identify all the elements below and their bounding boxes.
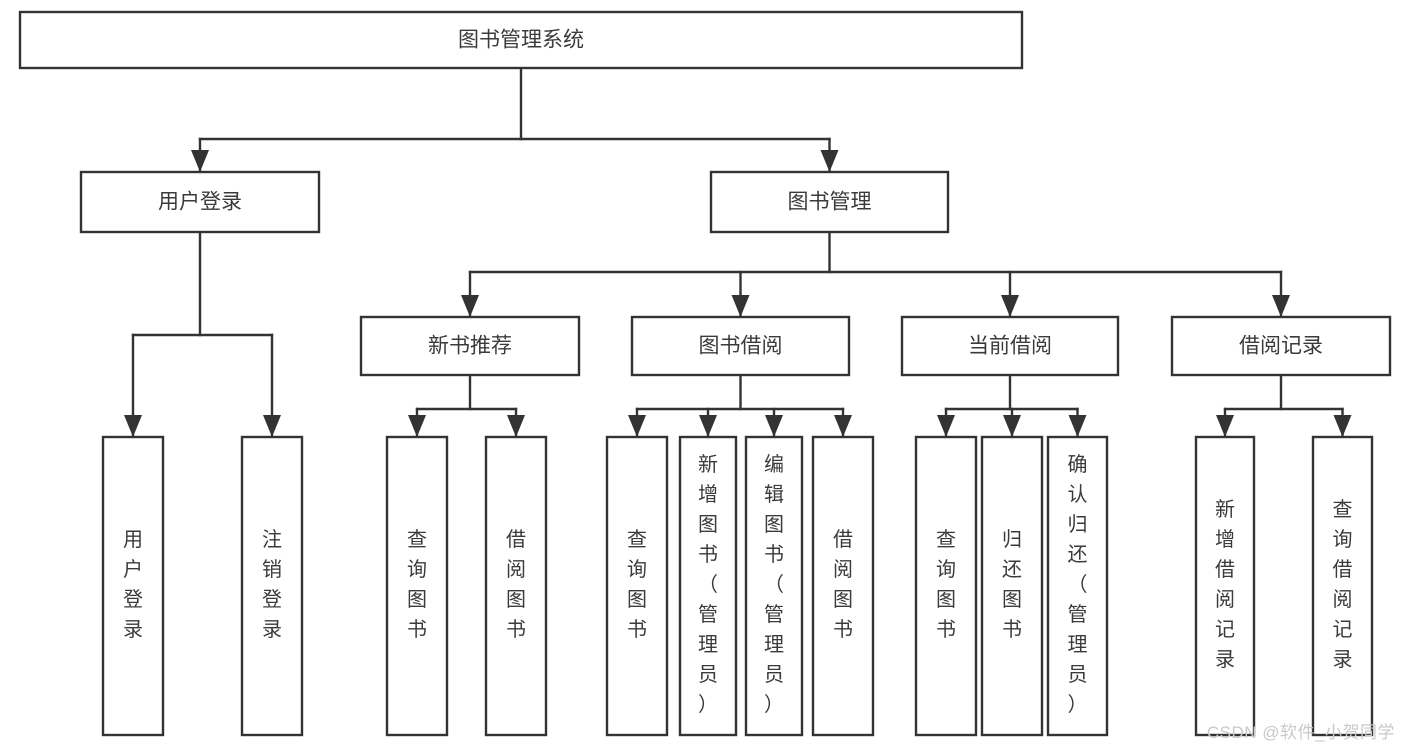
- node-box-rect[interactable]: [678, 435, 738, 737]
- arrow-head-icon: [731, 295, 750, 317]
- node-label: 图书借阅: [699, 335, 783, 358]
- arrow-head-icon: [191, 150, 209, 172]
- node-label: 用户登录: [158, 191, 242, 214]
- node-label: 借阅图书: [833, 528, 853, 641]
- node-l-logout[interactable]: 注销登录: [240, 435, 304, 737]
- node-l-q2[interactable]: 查询图书: [605, 435, 669, 737]
- arrow-head-icon: [124, 415, 142, 437]
- edge-group-n-login: [124, 230, 281, 438]
- node-label: 查询图书: [627, 528, 647, 641]
- node-box-rect[interactable]: [811, 435, 875, 737]
- node-box-rect[interactable]: [385, 435, 449, 737]
- node-n-newbook[interactable]: 新书推荐: [359, 315, 581, 377]
- node-n-bookmgr[interactable]: 图书管理: [709, 170, 950, 234]
- arrow-head-icon: [765, 415, 783, 437]
- arrow-head-icon: [699, 415, 717, 437]
- node-box-rect[interactable]: [630, 315, 851, 377]
- node-l-add[interactable]: 新增图书（管理员）: [678, 435, 738, 737]
- node-label: 借阅图书: [506, 528, 526, 641]
- node-root[interactable]: 图书管理系统: [18, 10, 1024, 70]
- node-l-return[interactable]: 归还图书: [980, 435, 1044, 737]
- node-label: 图书管理: [788, 191, 872, 214]
- node-label: 查询图书: [407, 528, 427, 641]
- node-n-login[interactable]: 用户登录: [79, 170, 321, 234]
- arrow-head-icon: [1001, 295, 1019, 317]
- node-label: 新增借阅记录: [1215, 498, 1235, 671]
- arrow-head-icon: [820, 150, 839, 172]
- node-label: 查询借阅记录: [1333, 498, 1353, 671]
- node-l-userlogin[interactable]: 用户登录: [101, 435, 165, 737]
- node-box-rect[interactable]: [18, 10, 1024, 70]
- node-box-rect[interactable]: [1194, 435, 1256, 737]
- node-box-rect[interactable]: [79, 170, 321, 234]
- node-label: 新增图书（管理员）: [698, 453, 718, 716]
- node-label: 编辑图书（管理员）: [764, 453, 784, 716]
- arrow-head-icon: [1003, 415, 1021, 437]
- edge-group-n-record: [1216, 373, 1352, 438]
- arrow-head-icon: [1333, 415, 1352, 437]
- node-l-b2[interactable]: 借阅图书: [811, 435, 875, 737]
- edge-group-root: [191, 66, 839, 173]
- node-l-qrec[interactable]: 查询借阅记录: [1311, 435, 1374, 737]
- arrow-head-icon: [263, 415, 281, 437]
- arrow-head-icon: [937, 415, 955, 437]
- node-box-rect[interactable]: [980, 435, 1044, 737]
- node-box-rect[interactable]: [900, 315, 1120, 377]
- node-label: 注销登录: [262, 528, 282, 641]
- node-l-addrec[interactable]: 新增借阅记录: [1194, 435, 1256, 737]
- node-label: 新书推荐: [428, 335, 512, 358]
- node-n-record[interactable]: 借阅记录: [1170, 315, 1392, 377]
- node-box-rect[interactable]: [359, 315, 581, 377]
- arrow-head-icon: [628, 415, 646, 437]
- arrow-head-icon: [834, 415, 852, 437]
- node-box-rect[interactable]: [1170, 315, 1392, 377]
- arrow-head-icon: [507, 415, 525, 437]
- node-label: 用户登录: [123, 529, 143, 641]
- edge-group-n-bookmgr: [461, 230, 1290, 318]
- node-label: 归还图书: [1002, 528, 1022, 641]
- edge-group-n-newbook: [408, 373, 525, 438]
- node-n-current[interactable]: 当前借阅: [900, 315, 1120, 377]
- node-l-b1[interactable]: 借阅图书: [484, 435, 548, 737]
- edge-group-n-current: [937, 373, 1087, 438]
- arrow-head-icon: [461, 295, 479, 317]
- node-label: 当前借阅: [968, 335, 1052, 358]
- node-box-rect[interactable]: [101, 435, 165, 737]
- node-box-rect[interactable]: [605, 435, 669, 737]
- node-box-rect[interactable]: [240, 435, 304, 737]
- node-l-q1[interactable]: 查询图书: [385, 435, 449, 737]
- node-boxes-layer: 图书管理系统用户登录图书管理新书推荐图书借阅当前借阅借阅记录用户登录注销登录查询…: [18, 10, 1392, 737]
- node-label: 确认归还（管理员）: [1068, 453, 1088, 716]
- node-box-rect[interactable]: [709, 170, 950, 234]
- arrow-head-icon: [1272, 295, 1290, 317]
- node-l-edit[interactable]: 编辑图书（管理员）: [744, 435, 804, 737]
- node-label: 图书管理系统: [458, 29, 584, 52]
- node-n-borrow[interactable]: 图书借阅: [630, 315, 851, 377]
- node-label: 借阅记录: [1239, 335, 1323, 358]
- node-box-rect[interactable]: [914, 435, 978, 737]
- node-box-rect[interactable]: [744, 435, 804, 737]
- node-l-q3[interactable]: 查询图书: [914, 435, 978, 737]
- node-box-rect[interactable]: [1311, 435, 1374, 737]
- node-label: 查询图书: [936, 528, 956, 641]
- node-box-rect[interactable]: [484, 435, 548, 737]
- node-box-rect[interactable]: [1046, 435, 1109, 737]
- arrow-head-icon: [1068, 415, 1087, 437]
- connector-edges-layer: [124, 66, 1352, 438]
- node-l-confirm[interactable]: 确认归还（管理员）: [1046, 435, 1109, 737]
- arrow-head-icon: [1216, 415, 1234, 437]
- edge-group-n-borrow: [628, 373, 852, 438]
- arrow-head-icon: [408, 415, 426, 437]
